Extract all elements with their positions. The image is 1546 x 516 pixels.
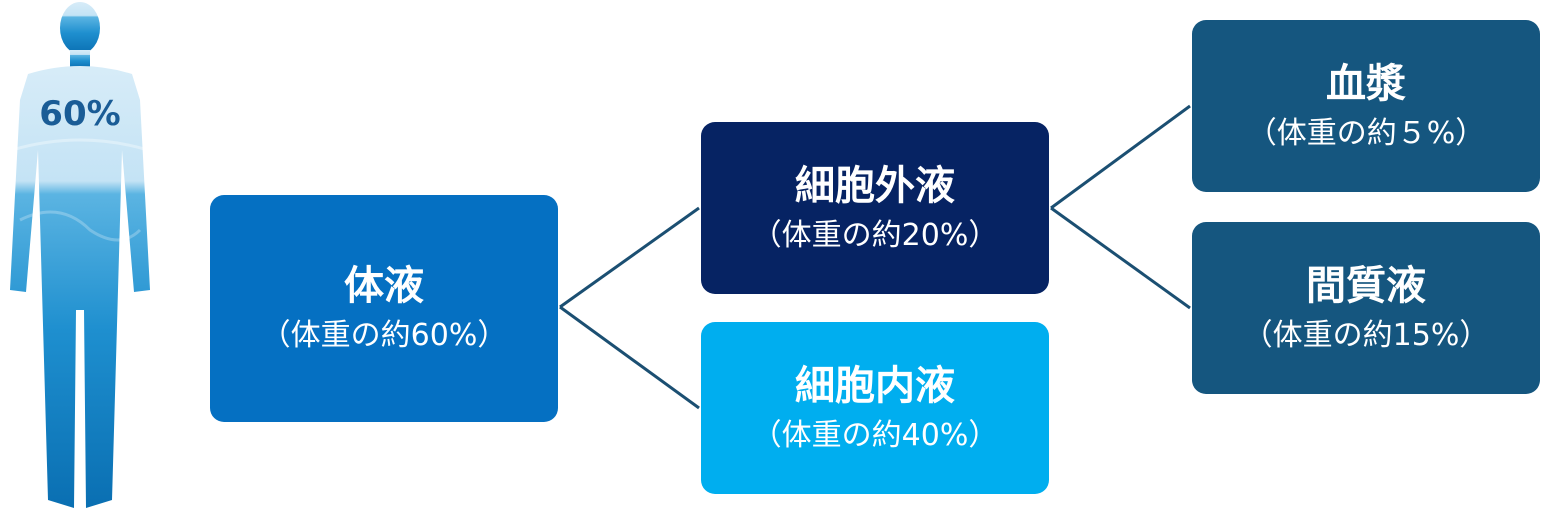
node-intracellular-fluid: 細胞内液 （体重の約40%） bbox=[701, 322, 1049, 494]
connector-ecf-to-plasma bbox=[1050, 104, 1191, 210]
human-body-figure: 60% bbox=[0, 0, 160, 512]
node-ecf-title: 細胞外液 bbox=[795, 162, 955, 209]
node-icf-title: 細胞内液 bbox=[795, 362, 955, 409]
node-interstitial-fluid: 間質液 （体重の約15%） bbox=[1192, 222, 1540, 394]
node-interstitial-title: 間質液 bbox=[1306, 262, 1426, 309]
node-body-fluid-title: 体液 bbox=[344, 263, 424, 309]
node-body-fluid: 体液 （体重の約60%） bbox=[210, 195, 558, 422]
node-body-fluid-subtitle: （体重の約60%） bbox=[260, 318, 508, 353]
node-plasma-subtitle: （体重の約５%） bbox=[1246, 115, 1486, 151]
body-water-percent-label: 60% bbox=[39, 94, 121, 134]
node-plasma: 血漿 （体重の約５%） bbox=[1192, 20, 1540, 192]
connector-body-to-ecf bbox=[559, 206, 700, 309]
node-ecf-subtitle: （体重の約20%） bbox=[751, 217, 999, 253]
node-interstitial-subtitle: （体重の約15%） bbox=[1242, 317, 1490, 353]
node-icf-subtitle: （体重の約40%） bbox=[751, 417, 999, 453]
connector-ecf-to-interstitial bbox=[1050, 206, 1191, 310]
node-extracellular-fluid: 細胞外液 （体重の約20%） bbox=[701, 122, 1049, 294]
connector-body-to-icf bbox=[559, 305, 700, 410]
node-plasma-title: 血漿 bbox=[1326, 60, 1406, 107]
human-body-silhouette-icon bbox=[10, 2, 150, 508]
